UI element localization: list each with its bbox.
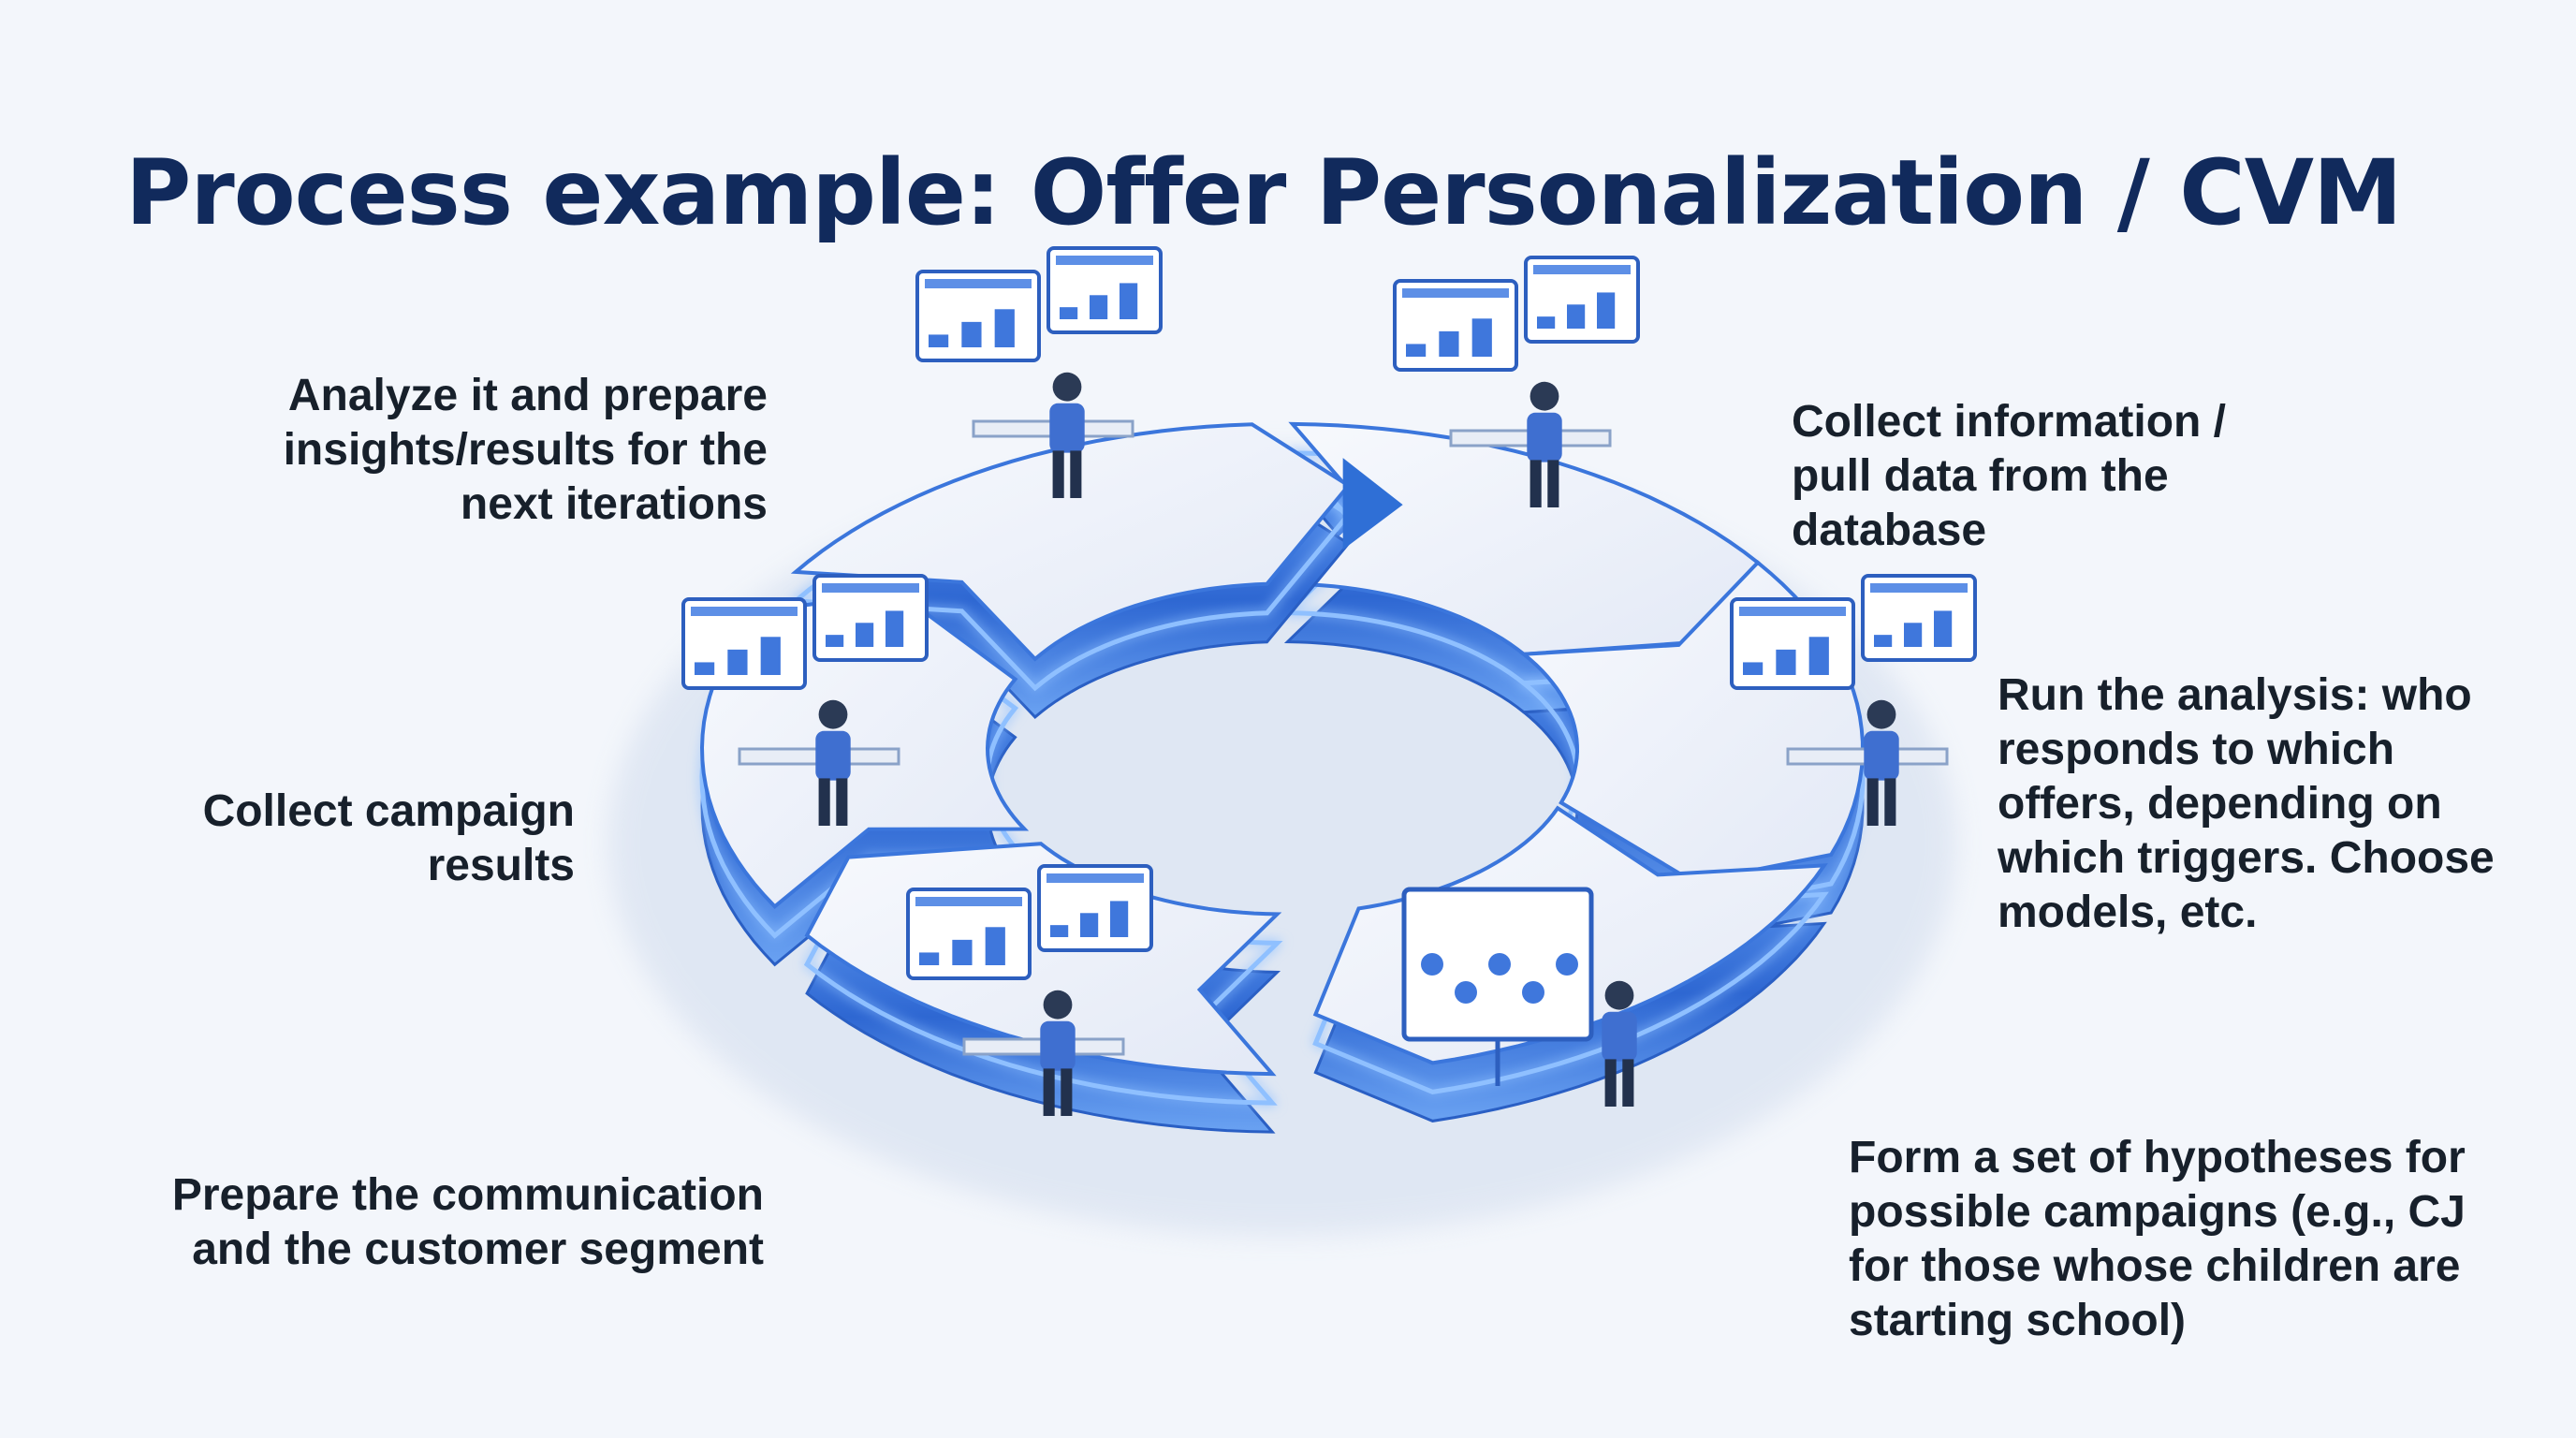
step-1-label: Collect information / pull data from the… [1792,397,2227,555]
report-magnifier-icon [915,246,1163,498]
server-workstation-icon [1393,256,1640,507]
step-6-label: Analyze it and prepare insights/results … [283,371,768,529]
step-4-label: Prepare the communication and the custom… [171,1170,764,1274]
whiteboard-presenter-icon [1401,887,1637,1107]
step-3-label: Form a set of hypotheses for possible ca… [1849,1133,2466,1345]
analytics-dashboard-icon [1730,574,1977,826]
page-title: Process example: Offer Personalization /… [125,140,2403,245]
segment-top [790,422,1352,662]
cycle-segment-6 [789,422,1353,719]
desk-laptop-icon [906,864,1153,1116]
step-2-label: Run the analysis: who responds to which … [1998,670,2495,937]
tablet-dashboard-icon [681,574,929,826]
step-5-label: Collect campaign results [202,786,575,890]
flow-arrowhead [1342,458,1403,550]
